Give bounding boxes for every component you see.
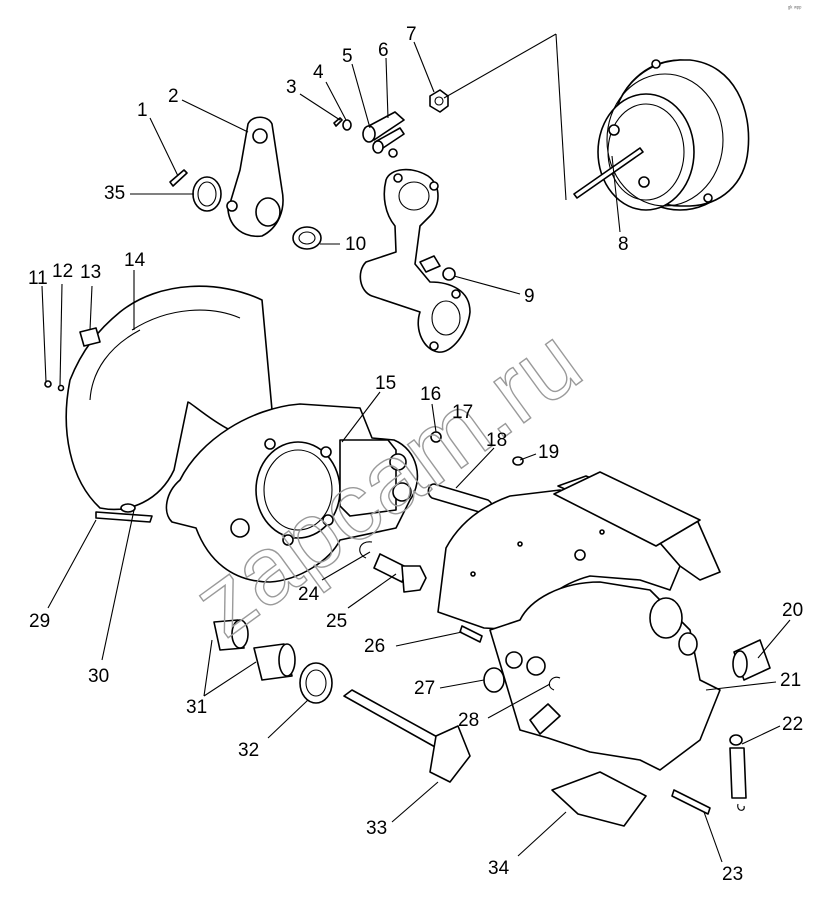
callout-11: 11	[28, 268, 48, 289]
part-11-12-screw	[44, 380, 65, 392]
part-brake-shoe-lower	[489, 581, 721, 771]
callout-17: 17	[452, 402, 473, 423]
callout-16: 16	[420, 384, 441, 405]
part-8-brake-chamber	[573, 59, 750, 211]
callout-23: 23	[722, 864, 743, 885]
callout-13: 13	[80, 262, 101, 283]
callout-35: 35	[104, 183, 125, 204]
part-25-bolt	[373, 553, 427, 593]
callout-34: 34	[488, 858, 510, 879]
callout-30: 30	[88, 666, 109, 687]
part-22-spring	[729, 734, 747, 811]
leader-lines	[41, 33, 791, 863]
callout-6: 6	[378, 40, 389, 61]
callout-27: 27	[414, 678, 435, 699]
callout-28: 28	[458, 710, 479, 731]
callout-5: 5	[342, 46, 353, 67]
part-33-cam-shaft	[343, 689, 471, 783]
callout-4: 4	[313, 62, 324, 83]
callout-14: 14	[124, 250, 146, 271]
part-27-roller	[483, 667, 505, 693]
part-15-brake-spider	[165, 403, 442, 583]
part-14-dust-shield	[65, 285, 273, 523]
part-19-pin	[512, 456, 524, 466]
part-3-4-pin	[333, 117, 352, 131]
part-34-lining	[551, 771, 647, 827]
callout-9: 9	[524, 286, 535, 307]
callout-18: 18	[486, 430, 507, 451]
callout-3: 3	[286, 77, 297, 98]
callout-24: 24	[298, 584, 320, 605]
callout-10: 10	[345, 234, 366, 255]
callout-32: 32	[238, 740, 259, 761]
part-brake-shoe-upper	[437, 471, 721, 631]
callout-33: 33	[366, 818, 387, 839]
callout-8: 8	[618, 234, 629, 255]
part-10-bushing	[292, 226, 322, 250]
corner-mark: ᵍᵏ ʷᵖᵖ	[788, 5, 802, 12]
part-24-ring	[359, 541, 373, 559]
callout-2: 2	[168, 86, 179, 107]
callout-19: 19	[538, 442, 559, 463]
callout-29: 29	[29, 611, 50, 632]
callout-20: 20	[782, 600, 803, 621]
part-5-6-clevis	[362, 111, 405, 158]
part-20-bushing	[732, 639, 771, 681]
part-13-clip	[79, 327, 101, 347]
part-26-pin	[459, 625, 483, 643]
part-1-bolt	[169, 169, 188, 187]
part-31-bushings	[213, 619, 296, 681]
callout-25: 25	[326, 611, 347, 632]
callout-7: 7	[406, 24, 417, 45]
callout-labels: 1 2 3 4 5 6 7 8 9 10 11 12 13 14 15 16 1…	[28, 24, 803, 885]
callout-26: 26	[364, 636, 385, 657]
callout-12: 12	[52, 261, 73, 282]
callout-21: 21	[780, 670, 801, 691]
part-2-slack-adjuster	[226, 116, 284, 237]
callout-1: 1	[137, 100, 148, 121]
callout-22: 22	[782, 714, 803, 735]
part-32-washer	[299, 662, 333, 704]
part-23-pin	[671, 789, 711, 815]
part-7-nut	[429, 89, 449, 113]
part-28-ring	[548, 676, 561, 691]
callout-31: 31	[186, 697, 207, 718]
callout-15: 15	[375, 373, 396, 394]
part-9-chamber-bracket	[359, 168, 471, 353]
